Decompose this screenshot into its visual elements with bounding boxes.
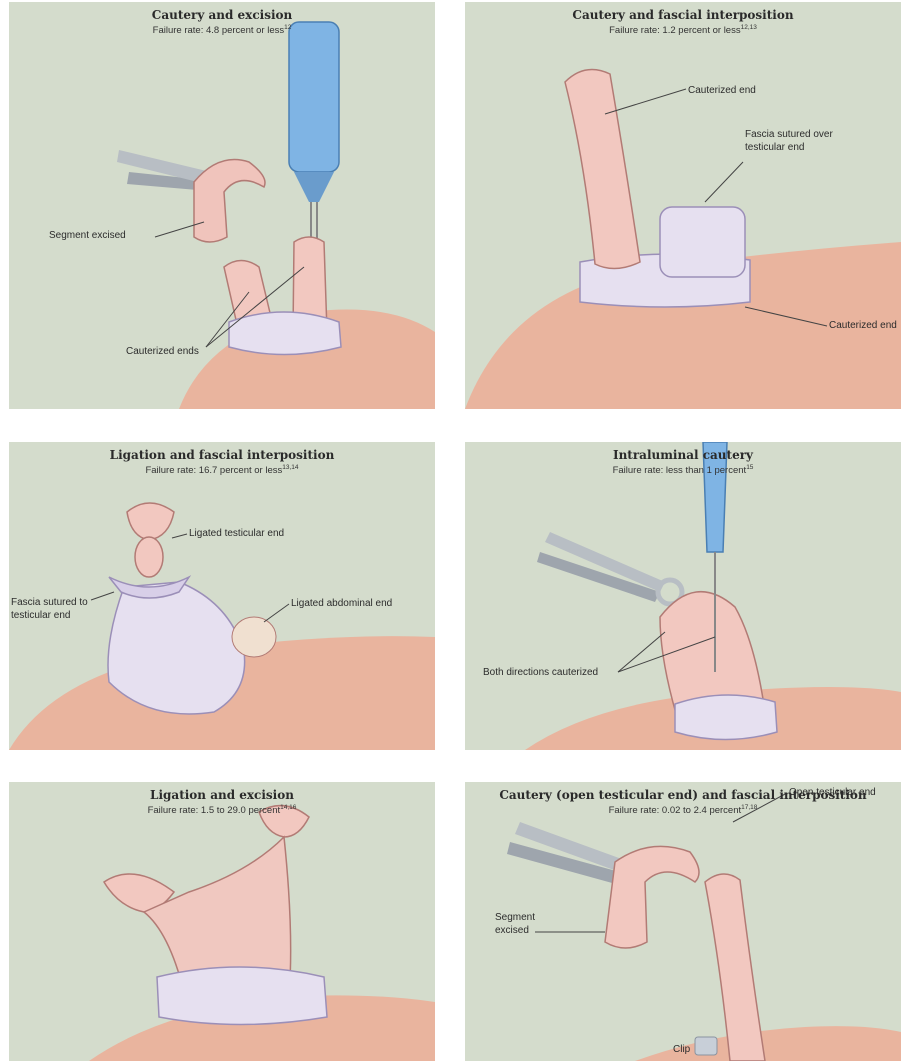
illustration-intraluminal-cautery <box>465 442 901 750</box>
failure-rate: Failure rate: less than 1 percent15 <box>465 464 901 476</box>
failure-rate-text: Failure rate: 1.5 to 29.0 percent <box>148 805 281 816</box>
failure-rate-text: Failure rate: 4.8 percent or less <box>153 25 284 36</box>
label-cauterized-ends: Cauterized ends <box>126 346 199 358</box>
failure-rate-text: Failure rate: less than 1 percent <box>613 465 747 476</box>
label-ligated-abdominal-end: Ligated abdominal end <box>291 598 392 610</box>
failure-rate-text: Failure rate: 16.7 percent or less <box>145 465 282 476</box>
illustration-cautery-excision <box>9 2 435 409</box>
references: 15 <box>746 464 753 471</box>
label-fascia-sutured-line2: testicular end <box>11 610 70 622</box>
panel-cautery-excision: Cautery and excision Failure rate: 4.8 p… <box>9 2 435 409</box>
failure-rate: Failure rate: 1.5 to 29.0 percent14,16 <box>9 804 435 816</box>
references: 12,13 <box>741 24 757 31</box>
label-open-testicular-end: Open testicular end <box>789 787 876 799</box>
failure-rate: Failure rate: 0.02 to 2.4 percent17,18 <box>465 804 901 816</box>
failure-rate-text: Failure rate: 0.02 to 2.4 percent <box>609 805 742 816</box>
label-cauterized-end-top: Cauterized end <box>688 85 756 97</box>
label-both-directions-cauterized: Both directions cauterized <box>483 667 598 679</box>
illustration-ligation-fascial <box>9 442 435 750</box>
panel-cautery-open-end: Cautery (open testicular end) and fascia… <box>465 782 901 1061</box>
references: 13,14 <box>282 464 298 471</box>
panel-title: Cautery and fascial interposition <box>465 8 901 22</box>
illustration-ligation-excision <box>9 782 435 1061</box>
panel-title: Ligation and excision <box>9 788 435 802</box>
panel-title: Cautery and excision <box>9 8 435 22</box>
label-fascia-sutured-line2: testicular end <box>745 142 804 154</box>
label-fascia-sutured-line1: Fascia sutured over <box>745 129 833 141</box>
panel-ligation-fascial: Ligation and fascial interposition Failu… <box>9 442 435 750</box>
label-segment-excised: Segment excised <box>49 230 126 242</box>
references: 12 <box>284 24 291 31</box>
failure-rate: Failure rate: 4.8 percent or less12 <box>9 24 435 36</box>
panel-title: Ligation and fascial interposition <box>9 448 435 462</box>
panel-intraluminal-cautery: Intraluminal cautery Failure rate: less … <box>465 442 901 750</box>
label-fascia-sutured-line1: Fascia sutured to <box>11 597 88 609</box>
panel-ligation-excision: Ligation and excision Failure rate: 1.5 … <box>9 782 435 1061</box>
label-cauterized-end-bottom: Cauterized end <box>829 320 897 332</box>
failure-rate: Failure rate: 16.7 percent or less13,14 <box>9 464 435 476</box>
panel-cautery-fascial: Cautery and fascial interposition Failur… <box>465 2 901 409</box>
failure-rate-text: Failure rate: 1.2 percent or less <box>609 25 740 36</box>
references: 17,18 <box>741 804 757 811</box>
label-ligated-testicular-end: Ligated testicular end <box>189 528 284 540</box>
references: 14,16 <box>280 804 296 811</box>
label-segment-excised-line2: excised <box>495 925 529 937</box>
illustration-cautery-fascial <box>465 2 901 409</box>
failure-rate: Failure rate: 1.2 percent or less12,13 <box>465 24 901 36</box>
label-clip: Clip <box>673 1044 690 1056</box>
panel-title: Intraluminal cautery <box>465 448 901 462</box>
label-segment-excised-line1: Segment <box>495 912 535 924</box>
